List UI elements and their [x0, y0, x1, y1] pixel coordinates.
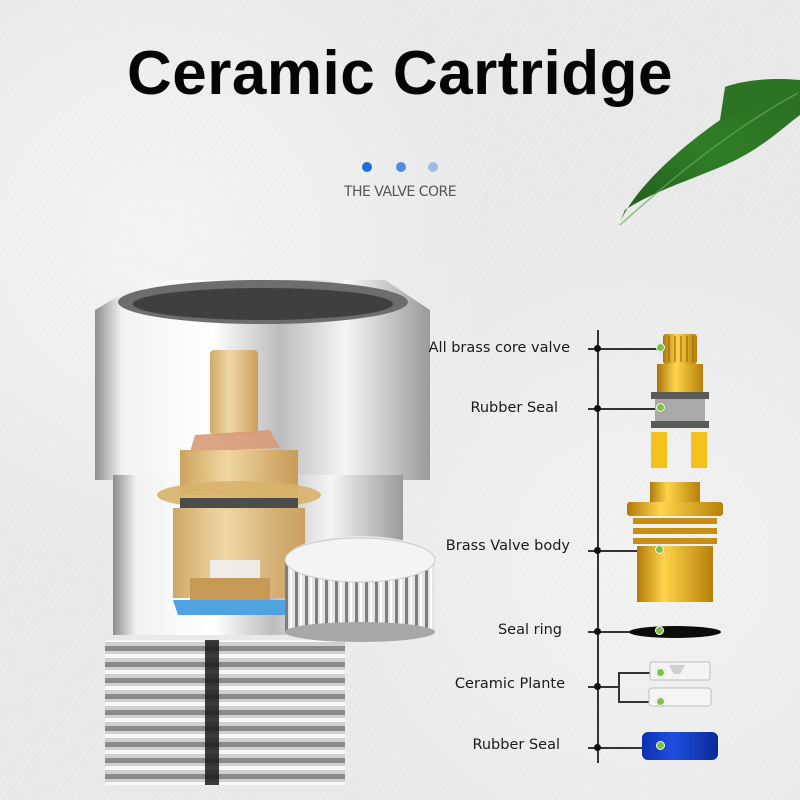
callout-line: [588, 747, 660, 749]
marker-dot-icon: [655, 545, 664, 554]
callout-label-brass-valve-body: Brass Valve body: [445, 538, 570, 554]
angle-valve-cutaway-image: [95, 280, 436, 785]
callout-node: [594, 683, 601, 690]
subtitle: THE VALVE CORE: [343, 184, 457, 200]
black-seal-ring-part: [629, 626, 721, 638]
dot-icon: [428, 162, 438, 172]
brass-stem-part: [651, 334, 709, 468]
callout-node: [594, 547, 601, 554]
callout-node: [594, 628, 601, 635]
callout-line: [588, 550, 660, 552]
marker-dot-icon: [656, 668, 665, 677]
callout-line: [618, 672, 620, 702]
callout-line: [618, 701, 660, 703]
dot-icon: [362, 162, 372, 172]
callout-line: [588, 408, 661, 410]
callout-node: [594, 345, 601, 352]
page-title: Ceramic Cartridge: [126, 39, 674, 108]
marker-dot-icon: [656, 741, 665, 750]
callout-node: [594, 405, 601, 412]
callout-line: [588, 631, 660, 633]
dot-icon: [396, 162, 406, 172]
marker-dot-icon: [656, 403, 665, 412]
callout-label-blue-rubber-seal: Rubber Seal: [472, 737, 560, 753]
marker-dot-icon: [656, 343, 665, 352]
callout-label-seal-ring: Seal ring: [497, 622, 562, 638]
callout-node: [594, 744, 601, 751]
callout-line: [588, 686, 618, 688]
callout-label-brass-core-valve: All brass core valve: [428, 340, 570, 356]
blue-rubber-seal-part: [642, 732, 718, 760]
brass-valve-body-part: [627, 482, 723, 602]
callout-vertical-line: [597, 330, 599, 763]
marker-dot-icon: [655, 626, 664, 635]
callout-line: [588, 348, 661, 350]
callout-line: [618, 672, 660, 674]
callout-label-rubber-seal: Rubber Seal: [470, 400, 558, 416]
marker-dot-icon: [656, 697, 665, 706]
leaf-icon: [618, 78, 800, 227]
decorative-dots: [362, 162, 442, 174]
callout-label-ceramic-plate: Ceramic Plante: [454, 676, 565, 692]
